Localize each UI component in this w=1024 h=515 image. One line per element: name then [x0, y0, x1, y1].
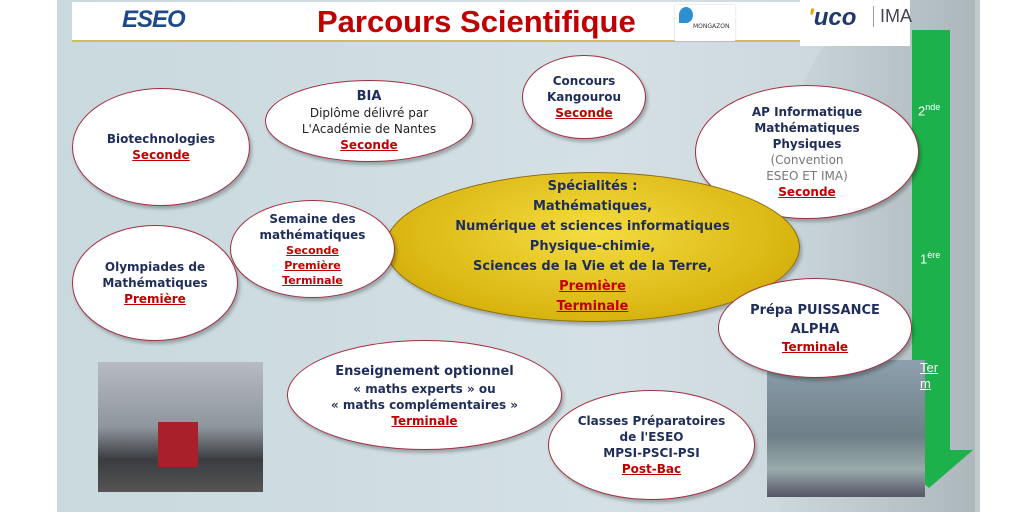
level-1ere: 1ère — [920, 250, 941, 267]
level-2nde: 2nde — [918, 102, 941, 119]
node-enseignement-optionnel: Enseignement optionnel« maths experts » … — [287, 340, 562, 450]
mongazon-logo: MONGAZON — [675, 5, 735, 41]
eseo-building-photo — [98, 362, 263, 492]
students-photo — [767, 360, 925, 497]
timeline-arrow — [885, 30, 973, 488]
node-specialites: Spécialités :Mathématiques,Numérique et … — [385, 172, 800, 322]
eseo-logo: ESEO — [122, 6, 186, 33]
level-terminale: Ter m — [920, 360, 939, 391]
header-banner: ESEO Parcours Scientifique MONGAZON — [72, 2, 802, 42]
page-title: Parcours Scientifique — [317, 4, 636, 39]
